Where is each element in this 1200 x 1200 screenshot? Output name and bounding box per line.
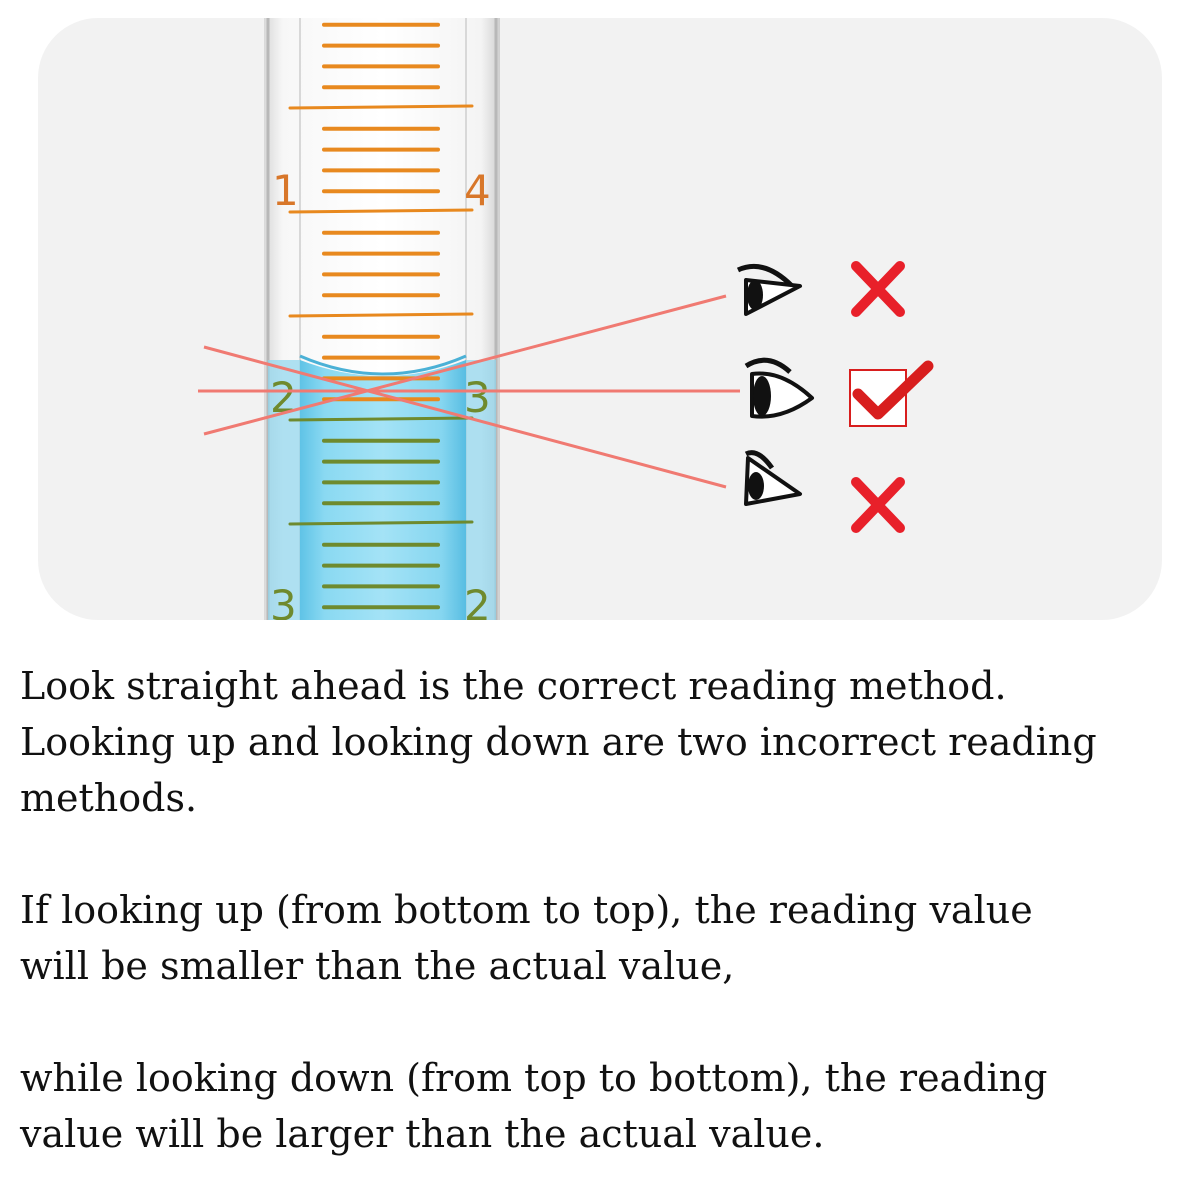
major-tick [288,208,474,214]
scale-label-left-1: 1 [272,166,299,215]
eye-looking-down-icon [736,263,802,316]
meniscus-reading-figure: 1 4 2 3 3 2 [38,2,1162,630]
checkmark-box-icon [849,360,934,427]
scale-label-left-3: 3 [270,581,297,630]
caption-line-2: Looking up and looking down are two inco… [20,720,1097,764]
sight-line-looking-down [203,294,727,436]
liquid-meniscus [299,354,467,376]
figure-background-panel [38,18,1162,620]
cross-icon-bottom [851,477,905,533]
scale-label-right-2: 2 [464,581,491,630]
cross-icon-top [851,261,905,317]
caption-line-5: will be smaller than the actual value, [20,944,735,988]
scale-ticks [288,2,474,628]
major-tick [290,626,472,628]
liquid-wall-band-right [466,360,496,620]
major-tick [290,2,472,4]
major-tick [288,312,474,318]
eye-straight-icon [744,357,814,419]
liquid-column [300,360,466,620]
major-tick [288,416,474,422]
caption-line-4: If looking up (from bottom to top), the … [20,888,1033,932]
explanation-text: Look straight ahead is the correct readi… [20,658,1190,1162]
caption-line-7: value will be larger than the actual val… [20,1112,825,1156]
eye-looking-up-icon [744,450,802,506]
scale-label-right-4: 4 [464,166,491,215]
liquid-wall-band-left [268,360,300,620]
scale-label-right-3: 3 [464,373,491,422]
major-tick [288,104,474,110]
major-tick [288,520,474,526]
caption-line-6: while looking down (from top to bottom),… [20,1056,1048,1100]
caption-line-1: Look straight ahead is the correct readi… [20,664,1007,708]
caption-line-3: methods. [20,776,198,820]
sight-line-looking-up [203,345,727,489]
